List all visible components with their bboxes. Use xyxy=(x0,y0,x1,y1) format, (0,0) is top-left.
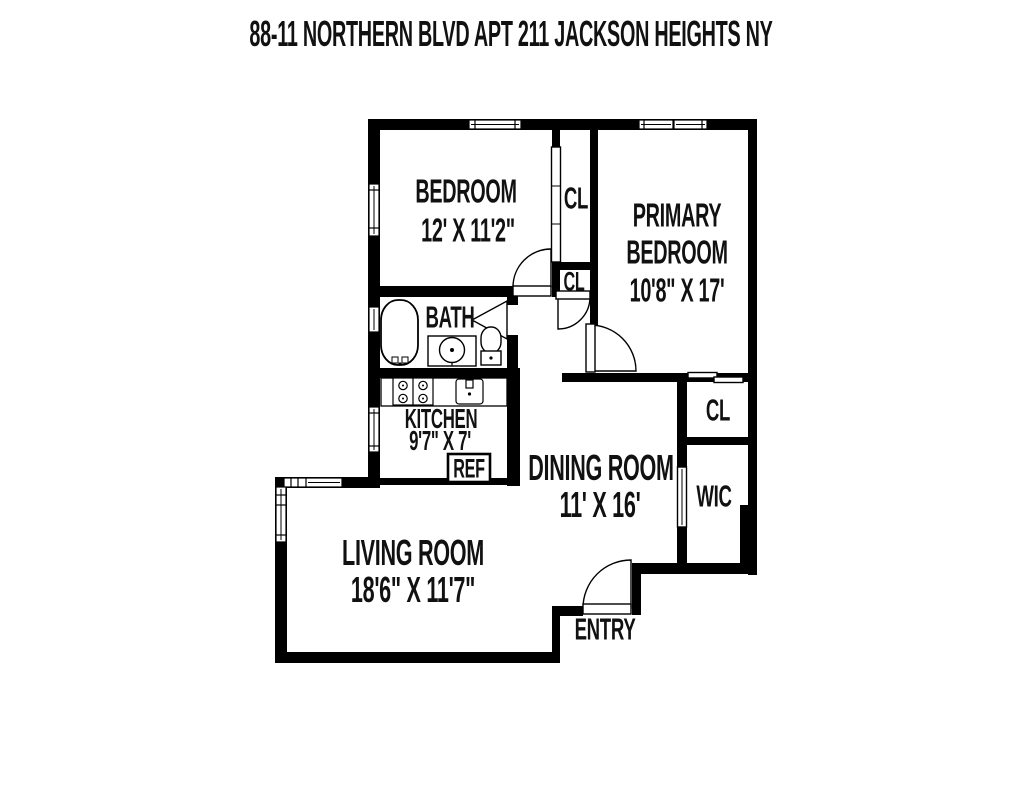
wall-living-bottom xyxy=(275,652,560,663)
bedroom-top-window xyxy=(468,119,522,130)
wall-bath-right-lower xyxy=(507,335,518,368)
room-label-wic: WIC xyxy=(696,478,732,514)
living-top-window-2 xyxy=(305,477,343,488)
wall-bedroom-bottom xyxy=(368,286,513,297)
room-label-bath: BATH xyxy=(425,299,475,335)
bath-vanity-sink xyxy=(427,335,477,367)
primary-bedroom-door xyxy=(585,323,637,373)
doors xyxy=(470,146,744,615)
room-label-closet-hall: CL xyxy=(563,266,585,297)
wall-top xyxy=(368,119,757,130)
wall-kitchen-right xyxy=(507,368,520,486)
bedroom-door xyxy=(512,248,552,297)
wall-cl-wic-divider xyxy=(677,437,748,445)
wall-closet-divider xyxy=(552,262,598,270)
room-dims-kitchen: 9'7" X 7' xyxy=(409,425,471,456)
room-dims-dining: 11' X 16' xyxy=(559,484,641,525)
bedroom-closet-sliding-door xyxy=(550,146,562,263)
wall-entry-step xyxy=(552,606,583,616)
wall-right xyxy=(748,119,757,575)
fixtures xyxy=(380,299,508,484)
room-label-primary-line2: BEDROOM xyxy=(626,233,728,271)
room-label-closet-primary: CL xyxy=(705,392,731,428)
room-dims-living: 18'6" X 11'7" xyxy=(350,569,476,610)
wic-door xyxy=(676,466,688,528)
wall-closet-right xyxy=(590,129,598,325)
entry-door xyxy=(582,559,632,615)
kitchen-sink xyxy=(455,378,484,405)
room-label-primary-line1: PRIMARY xyxy=(632,196,722,234)
bathtub xyxy=(380,299,419,366)
stove xyxy=(392,377,434,406)
primary-top-window-1 xyxy=(638,119,674,130)
room-label-bedroom: BEDROOM xyxy=(415,172,517,210)
hall-closet-door xyxy=(555,290,591,330)
bath-left-window xyxy=(368,306,380,333)
room-label-closet-bedroom: CL xyxy=(563,180,589,216)
room-label-dining: DINING ROOM xyxy=(528,447,674,488)
living-top-window-1 xyxy=(283,477,308,488)
kitchen-left-window xyxy=(368,406,380,453)
living-left-window xyxy=(275,486,287,543)
wall-bottom-right xyxy=(632,563,757,574)
page-title: 88-11 NORTHERN BLVD APT 211 JACKSON HEIG… xyxy=(249,13,773,54)
room-label-kitchen: KITCHEN xyxy=(404,403,478,434)
wall-bath-kitchen-divider xyxy=(368,368,518,378)
wall-primary-bottom xyxy=(562,373,757,382)
room-label-living: LIVING ROOM xyxy=(342,532,484,573)
label-entry: ENTRY xyxy=(574,611,636,647)
wall-kitchen-bottom xyxy=(368,478,520,485)
primary-top-window-2 xyxy=(673,119,708,130)
wall-wic-chase xyxy=(740,505,757,568)
toilet xyxy=(480,326,502,366)
wall-entry-right xyxy=(632,563,641,615)
room-dims-bedroom: 12' X 11'2" xyxy=(421,211,515,249)
refrigerator-box xyxy=(446,452,492,484)
windows xyxy=(275,119,708,543)
label-refrigerator: REF xyxy=(453,453,485,484)
wall-entry-left xyxy=(552,606,560,663)
primary-closet-sliding-door xyxy=(687,371,744,384)
room-dims-primary: 10'8" X 17' xyxy=(629,271,725,309)
bedroom-left-window xyxy=(368,183,380,237)
